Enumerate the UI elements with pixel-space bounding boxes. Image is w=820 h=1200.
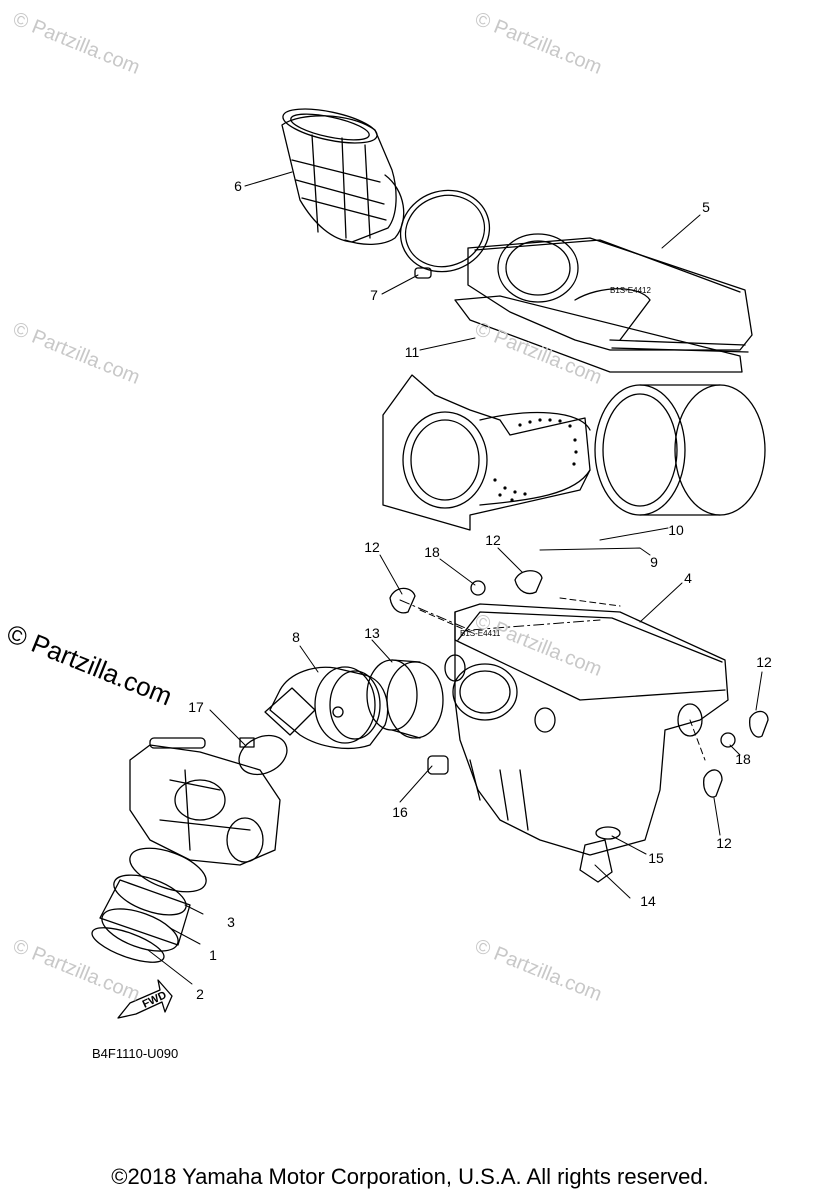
callout-18: 18 — [735, 751, 751, 767]
callout-4: 4 — [684, 570, 692, 586]
box-stamp: B1S-E4411 — [460, 629, 501, 638]
callout-2: 2 — [196, 986, 204, 1002]
callout-16: 16 — [392, 804, 408, 820]
joint-boot-part-8 — [264, 666, 389, 750]
intake-duct-part-6 — [281, 108, 405, 245]
callout-6: 6 — [234, 178, 242, 194]
air-cleaner-cover-part-5: B1S-E4412 — [467, 233, 753, 353]
bolt-part-18-b — [720, 732, 736, 748]
throttle-body — [129, 737, 281, 866]
seal-part-11 — [454, 295, 743, 373]
callout-14: 14 — [640, 893, 656, 909]
drain-part-14 — [579, 839, 613, 883]
bolt-part-18-a — [470, 580, 486, 596]
clip-part-12-b — [514, 570, 543, 595]
callout-10: 10 — [668, 522, 684, 538]
sensor-part-16 — [427, 755, 449, 775]
clamp-part-3 — [129, 847, 207, 893]
callout-11: 11 — [404, 344, 420, 360]
callout-15: 15 — [648, 850, 664, 866]
clamp-part-15 — [595, 826, 621, 840]
callout-12: 12 — [485, 532, 501, 548]
leader-lines — [147, 171, 763, 985]
small-parts — [389, 570, 769, 883]
clip-part-12-c — [749, 710, 769, 738]
filter-frame-part-9 — [382, 374, 591, 531]
callout-9: 9 — [650, 554, 658, 570]
cover-stamp: B1S-E4412 — [610, 286, 651, 295]
callout-18: 18 — [424, 544, 440, 560]
callout-12: 12 — [364, 539, 380, 555]
callout-5: 5 — [702, 199, 710, 215]
fwd-arrow — [117, 979, 173, 1019]
joint-part-1 — [99, 874, 191, 952]
clamp-part-2 — [91, 927, 165, 963]
callout-7: 7 — [370, 287, 378, 303]
callout-3: 3 — [227, 914, 235, 930]
callout-1: 1 — [209, 947, 217, 963]
callout-13: 13 — [364, 625, 380, 641]
air-cleaner-box-part-4: B1S-E4411 — [444, 603, 729, 856]
diagram-code: B4F1110-U090 — [92, 1046, 179, 1061]
joint-part-13 — [366, 659, 444, 739]
clip-part-12-d — [703, 769, 723, 798]
clamp-part-17 — [238, 734, 288, 776]
callout-12: 12 — [756, 654, 772, 670]
filter-element-part-10 — [594, 384, 766, 516]
clip-part-12-a — [389, 587, 416, 614]
clamp-part-7 — [399, 189, 491, 279]
callout-8: 8 — [292, 629, 300, 645]
callout-12: 12 — [716, 835, 732, 851]
copyright-notice: ©2018 Yamaha Motor Corporation, U.S.A. A… — [111, 1164, 709, 1189]
callout-17: 17 — [188, 699, 204, 715]
